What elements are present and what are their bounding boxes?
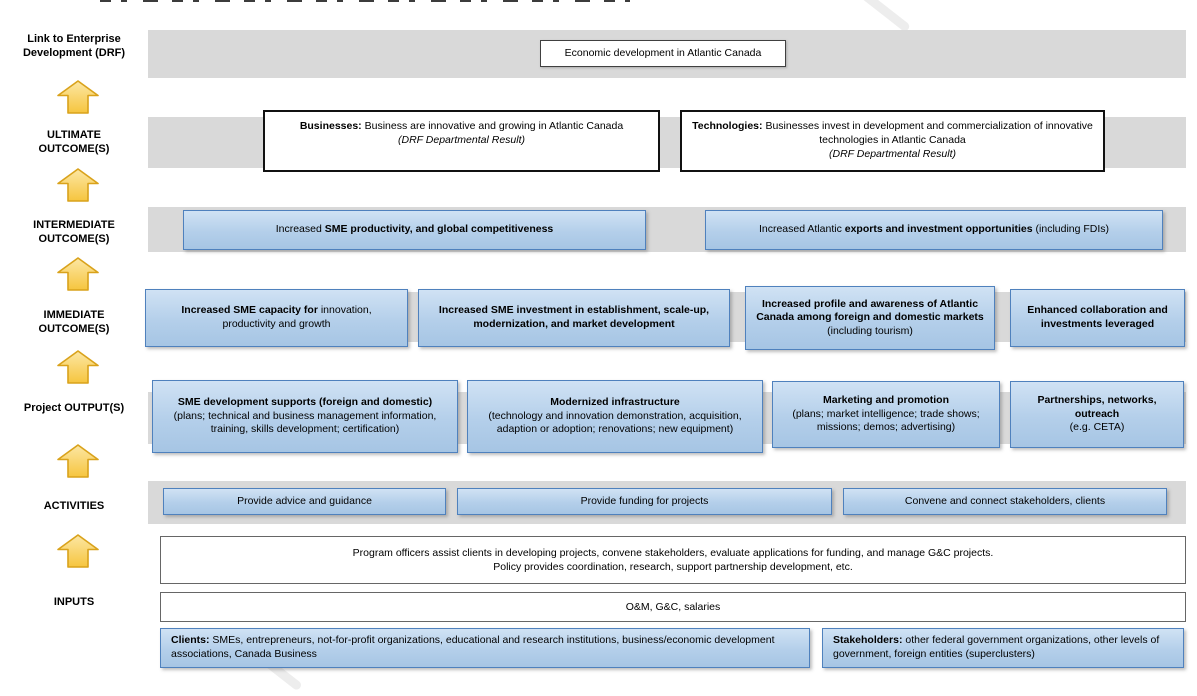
immediate-text: Increased profile and awareness of Atlan… bbox=[756, 297, 984, 337]
box-ultimate-technologies: Technologies: Businesses invest in devel… bbox=[680, 110, 1105, 172]
immediate-text: Increased SME capacity for innovation, p… bbox=[181, 304, 372, 330]
ultimate-businesses-text: Businesses: Business are innovative and … bbox=[299, 120, 624, 132]
ultimate-technologies-text: Technologies: Businesses invest in devel… bbox=[692, 120, 1093, 147]
output-detail: (plans; technical and business managemen… bbox=[173, 409, 437, 436]
activity-text: Convene and connect stakeholders, client… bbox=[904, 494, 1106, 507]
up-arrow-icon bbox=[57, 257, 99, 291]
intermediate-text: Increased Atlantic exports and investmen… bbox=[758, 223, 1110, 236]
output-detail: (e.g. CETA) bbox=[1069, 421, 1125, 434]
box-inputs-resources: O&M, G&C, salaries bbox=[160, 592, 1186, 622]
box-immediate-profile-awareness: Increased profile and awareness of Atlan… bbox=[745, 286, 995, 350]
output-title: Marketing and promotion bbox=[823, 394, 949, 407]
box-ultimate-businesses: Businesses: Business are innovative and … bbox=[263, 110, 660, 172]
output-title: Partnerships, networks, outreach bbox=[1037, 394, 1157, 420]
ultimate-businesses-note: (DRF Departmental Result) bbox=[397, 134, 525, 147]
rail-label-project-outputs: Project OUTPUT(S) bbox=[23, 402, 125, 414]
box-immediate-collaboration: Enhanced collaboration and investments l… bbox=[1010, 289, 1185, 347]
box-immediate-sme-investment: Increased SME investment in establishmen… bbox=[418, 289, 730, 347]
box-immediate-sme-capacity: Increased SME capacity for innovation, p… bbox=[145, 289, 408, 347]
box-intermediate-exports: Increased Atlantic exports and investmen… bbox=[705, 210, 1163, 250]
clients-text: Clients: SMEs, entrepreneurs, not-for-pr… bbox=[171, 634, 775, 660]
rail-label-intermediate-outcomes: INTERMEDIATE OUTCOME(S) bbox=[33, 219, 115, 246]
box-drf-link: Economic development in Atlantic Canada bbox=[540, 40, 786, 67]
box-intermediate-sme-productivity: Increased SME productivity, and global c… bbox=[183, 210, 646, 250]
up-arrow-icon bbox=[57, 350, 99, 384]
rail-label-inputs: INPUTS bbox=[53, 596, 95, 608]
rail-label-link-to-enterprise: Link to Enterprise Development (DRF) bbox=[22, 33, 126, 60]
box-activity-convene: Convene and connect stakeholders, client… bbox=[843, 488, 1167, 515]
box-output-partnerships-networks: Partnerships, networks, outreach (e.g. C… bbox=[1010, 381, 1184, 448]
ultimate-technologies-note: (DRF Departmental Result) bbox=[828, 148, 956, 161]
rail-label-activities: ACTIVITIES bbox=[43, 500, 105, 512]
drf-link-text: Economic development in Atlantic Canada bbox=[564, 47, 762, 60]
box-clients: Clients: SMEs, entrepreneurs, not-for-pr… bbox=[160, 628, 810, 668]
box-output-marketing-promotion: Marketing and promotion (plans; market i… bbox=[772, 381, 1000, 448]
output-title: SME development supports (foreign and do… bbox=[177, 396, 433, 409]
activity-text: Provide advice and guidance bbox=[237, 494, 372, 507]
box-activity-funding: Provide funding for projects bbox=[457, 488, 832, 515]
program-line-2: Policy provides coordination, research, … bbox=[493, 561, 853, 573]
cropped-title-artifact bbox=[100, 0, 630, 2]
program-line-1: Program officers assist clients in devel… bbox=[352, 546, 994, 559]
box-output-modernized-infrastructure: Modernized infrastructure (technology an… bbox=[467, 380, 763, 453]
rail-label-ultimate-outcomes: ULTIMATE OUTCOME(S) bbox=[38, 129, 110, 156]
output-title: Modernized infrastructure bbox=[550, 396, 680, 409]
box-activity-advice: Provide advice and guidance bbox=[163, 488, 446, 515]
output-detail: (technology and innovation demonstration… bbox=[488, 409, 742, 436]
watermark-line bbox=[855, 0, 911, 33]
intermediate-text: Increased SME productivity, and global c… bbox=[275, 223, 554, 236]
up-arrow-icon bbox=[57, 534, 99, 568]
immediate-text: Increased SME investment in establishmen… bbox=[438, 304, 710, 330]
up-arrow-icon bbox=[57, 444, 99, 478]
up-arrow-icon bbox=[57, 80, 99, 114]
box-program-officers: Program officers assist clients in devel… bbox=[160, 536, 1186, 584]
output-detail: (plans; market intelligence; trade shows… bbox=[792, 407, 980, 434]
inputs-text: O&M, G&C, salaries bbox=[625, 600, 721, 613]
immediate-text: Enhanced collaboration and investments l… bbox=[1027, 304, 1168, 330]
stakeholders-text: Stakeholders: other federal government o… bbox=[833, 634, 1160, 660]
box-stakeholders: Stakeholders: other federal government o… bbox=[822, 628, 1184, 668]
up-arrow-icon bbox=[57, 168, 99, 202]
box-output-sme-development: SME development supports (foreign and do… bbox=[152, 380, 458, 453]
rail-label-immediate-outcomes: IMMEDIATE OUTCOME(S) bbox=[38, 309, 110, 336]
activity-text: Provide funding for projects bbox=[580, 494, 709, 507]
